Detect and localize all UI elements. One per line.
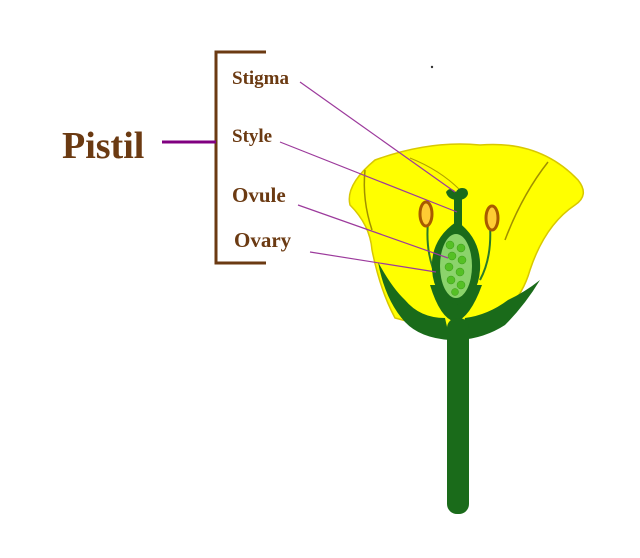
ovule-dot: [444, 262, 454, 272]
leader-lines: [279, 81, 458, 273]
ovule-dot: [457, 255, 467, 265]
ovule-dot: [445, 240, 455, 250]
pistil-bracket: [214, 50, 266, 265]
ovule-dot: [456, 243, 466, 253]
leader-line-stigma: [299, 81, 456, 193]
anther-left: [418, 200, 434, 228]
ovule-dot: [456, 280, 466, 290]
ovule-label: Ovule: [232, 183, 286, 207]
style: [454, 196, 462, 226]
leader-line-ovule: [297, 204, 449, 259]
petal-center-fold: [409, 157, 461, 191]
ovule-dot: [447, 251, 457, 261]
leader-line-style: [279, 141, 458, 213]
speck-dot: [430, 65, 434, 69]
ovule-dot: [451, 288, 459, 296]
ovule-dot: [455, 267, 465, 277]
ovule-dot: [446, 275, 456, 285]
leader-line-ovary: [309, 251, 437, 273]
pistil-label: Pistil: [62, 125, 144, 167]
ovules: [444, 240, 467, 296]
anther-right: [484, 204, 500, 232]
petal-fold-right: [504, 161, 549, 241]
ovary-label: Ovary: [234, 228, 292, 252]
stigma: [446, 188, 468, 200]
stem: [447, 318, 469, 514]
sepal-right: [460, 280, 540, 340]
style-label: Style: [232, 126, 272, 147]
stigma-label: Stigma: [232, 68, 290, 89]
sepal-left: [378, 262, 450, 340]
